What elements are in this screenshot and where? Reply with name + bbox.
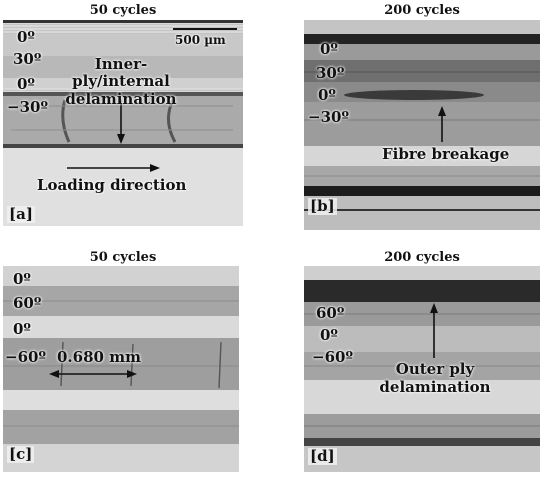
panel-d-corner-label: [d] (308, 447, 337, 465)
panel-b-corner-label: [b] (308, 197, 337, 215)
panel-a-layer-2: 0º (17, 75, 35, 93)
panel-b-title: 200 cycles (384, 3, 460, 18)
panel-a-loading-label: Loading direction (37, 176, 187, 194)
panel-c-corner-label: [c] (7, 445, 35, 463)
panel-c-layer-0: 0º (13, 270, 31, 288)
panel-a-title: 50 cycles (89, 3, 157, 18)
panel-c-title: 50 cycles (89, 250, 157, 265)
panel-a-corner-label: [a] (7, 205, 35, 223)
panel-a-layer-0: 0º (17, 28, 35, 46)
panel-d-layer-2: −60º (312, 348, 353, 366)
panel-c-layer-2: 0º (13, 320, 31, 338)
panel-c-measure-label: 0.680 mm (57, 348, 141, 366)
panel-d-annotation: Outer ply delamination (379, 360, 491, 396)
panel-d-layer-0: 60º (316, 304, 345, 322)
micrograph-a-image (3, 20, 243, 226)
micrograph-b-image (304, 20, 540, 230)
panel-b-layer-3: −30º (308, 108, 349, 126)
micrograph-c-image (3, 266, 239, 472)
panel-a-scale-bar-label: 500 µm (175, 33, 226, 47)
micrograph-d-image (304, 266, 540, 472)
panel-b-layer-2: 0º (318, 86, 336, 104)
panel-d-layer-1: 0º (320, 326, 338, 344)
panel-d-title: 200 cycles (384, 250, 460, 265)
panel-a-layer-1: 30º (13, 50, 42, 68)
panel-c-layer-3: −60º (5, 348, 46, 366)
panel-b-layer-1: 30º (316, 64, 345, 82)
panel-a-delamination-label: Inner-ply/internal delamination (65, 55, 177, 108)
micrograph-panel-b: 0º 30º 0º −30º Fibre breakage [b] (304, 20, 540, 230)
panel-b-annotation: Fibre breakage (382, 145, 510, 163)
micrograph-panel-c: 0º 60º 0º −60º 0.680 mm [c] (3, 266, 239, 472)
panel-b-layer-0: 0º (320, 40, 338, 58)
panel-c-layer-1: 60º (13, 294, 42, 312)
micrograph-panel-d: 60º 0º −60º Outer ply delamination [d] (304, 266, 540, 472)
micrograph-panel-a: 0º 30º 0º −30º 500 µm Inner-ply/internal… (3, 20, 243, 226)
panel-a-layer-3: −30º (7, 98, 48, 116)
